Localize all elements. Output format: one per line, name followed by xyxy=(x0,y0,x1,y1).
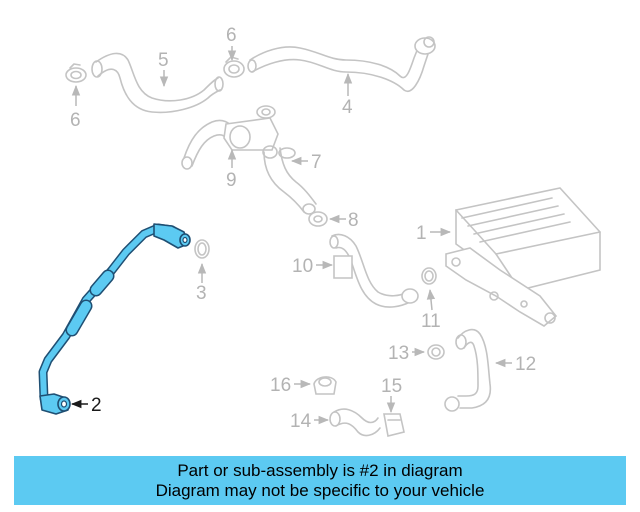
callout-7: 7 xyxy=(311,152,322,173)
part-4-pipe xyxy=(247,36,436,93)
part-16-clip xyxy=(313,376,337,395)
callout-12: 12 xyxy=(515,354,536,375)
part-15-clip xyxy=(383,413,405,437)
callout-numbers: 6 5 6 4 9 7 6 8 10 3 1 11 13 12 16 14 15… xyxy=(70,25,536,432)
callout-6a: 6 xyxy=(70,110,81,131)
callout-4: 4 xyxy=(342,97,353,118)
callout-13: 13 xyxy=(388,343,409,364)
part-14-hose xyxy=(329,408,381,437)
part-13-oring xyxy=(427,344,445,360)
callout-9: 9 xyxy=(226,170,237,191)
part-12-pipe xyxy=(444,328,492,412)
info-banner: Part or sub-assembly is #2 in diagram Di… xyxy=(14,456,626,505)
callout-5: 5 xyxy=(158,50,169,71)
callout-15: 15 xyxy=(381,376,402,397)
part-1-oil-cooler xyxy=(445,187,601,327)
part-10-hose xyxy=(329,233,419,308)
callout-3: 3 xyxy=(196,283,207,304)
callout-2: 2 xyxy=(91,395,102,416)
callout-11: 11 xyxy=(421,311,441,332)
part-2-oil-pipe xyxy=(38,223,191,415)
part-7-hose xyxy=(263,147,317,215)
banner-line-2: Diagram may not be specific to your vehi… xyxy=(155,481,485,500)
part-11-oring xyxy=(421,267,437,285)
leader-lines xyxy=(70,46,512,425)
callout-10: 10 xyxy=(292,256,313,277)
part-6-clamp-left xyxy=(65,63,87,83)
callout-8: 8 xyxy=(348,210,359,231)
part-9-housing xyxy=(181,105,279,170)
callout-6b: 6 xyxy=(226,25,237,46)
callout-14: 14 xyxy=(290,411,312,432)
callout-1: 1 xyxy=(416,223,427,244)
part-3-oring xyxy=(194,239,210,259)
part-6-clamp-top xyxy=(223,56,245,78)
parts-diagram: 6 5 6 4 9 7 6 8 10 3 1 11 13 12 16 14 15… xyxy=(38,25,601,437)
part-5-hose xyxy=(91,52,224,114)
banner-line-1: Part or sub-assembly is #2 in diagram xyxy=(177,461,463,480)
callout-16: 16 xyxy=(270,375,291,396)
part-8-clamp xyxy=(308,211,328,227)
